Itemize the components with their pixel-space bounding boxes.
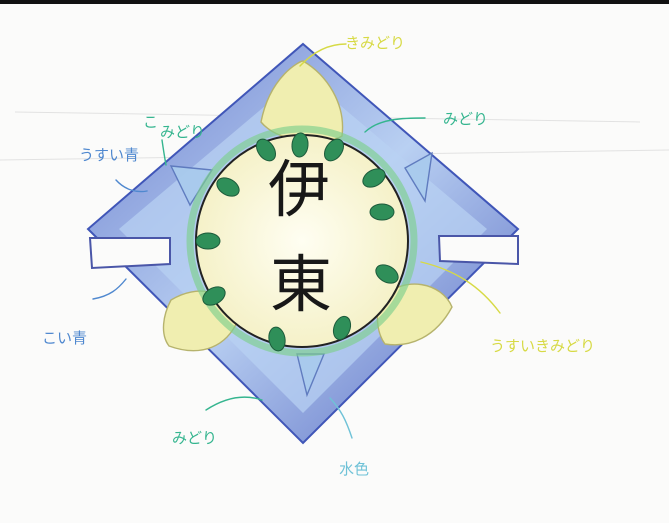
arrow-top-right-green (364, 117, 426, 133)
side-cutouts (88, 235, 519, 270)
arrow-left-green (161, 139, 167, 166)
green-leaves (195, 132, 399, 352)
annotation-bottom-lightblue: 水色 (339, 460, 369, 478)
arrow-left-blue (115, 179, 148, 193)
leaf (369, 203, 395, 221)
annotation-bottom-right-yellow: うすいきみどり (490, 337, 595, 355)
arrow-top-yellow (299, 43, 347, 67)
leaf (268, 326, 286, 352)
arrow-bottom-left-blue (92, 278, 127, 300)
leaf (362, 168, 386, 188)
kanji-characters: 伊 東 (268, 153, 332, 321)
annotation-top-right-green: みどり (443, 110, 488, 128)
kanji-i: 伊 (268, 153, 330, 226)
scanner-top-border (0, 0, 669, 4)
annotation-left-green: みどり (160, 123, 205, 141)
kanji-higashi: 東 (270, 248, 332, 321)
leaf (323, 138, 345, 162)
leaf (332, 315, 352, 341)
leaf (291, 132, 309, 158)
annotation-left-blue: うすい青 (79, 146, 139, 164)
leaf (375, 264, 399, 284)
leaf (202, 286, 226, 306)
annotation-left-green-prefix: こ (143, 113, 158, 131)
annotation-arrows (92, 43, 501, 439)
green-circle-band (186, 125, 418, 357)
center-circle (186, 125, 418, 357)
arrow-bottom-right-yellow (420, 261, 501, 314)
annotation-top-yellow: きみどり (345, 34, 405, 52)
leaf (255, 138, 277, 162)
leaf (195, 232, 221, 250)
annotation-bottom-left-blue: こい青 (42, 329, 87, 347)
right-cutout (437, 235, 519, 266)
left-cutout (88, 237, 171, 270)
color-annotations: きみどり みどり こ みどり うすい青 こい青 うすいきみどり みどり 水色 (42, 34, 595, 478)
ray-right-top (404, 151, 433, 204)
arrow-bottom-green (205, 396, 263, 411)
annotation-bottom-green: みどり (172, 429, 217, 447)
arrow-bottom-lightblue (329, 397, 353, 439)
leaf (216, 177, 240, 197)
light-blue-rays (169, 151, 433, 398)
